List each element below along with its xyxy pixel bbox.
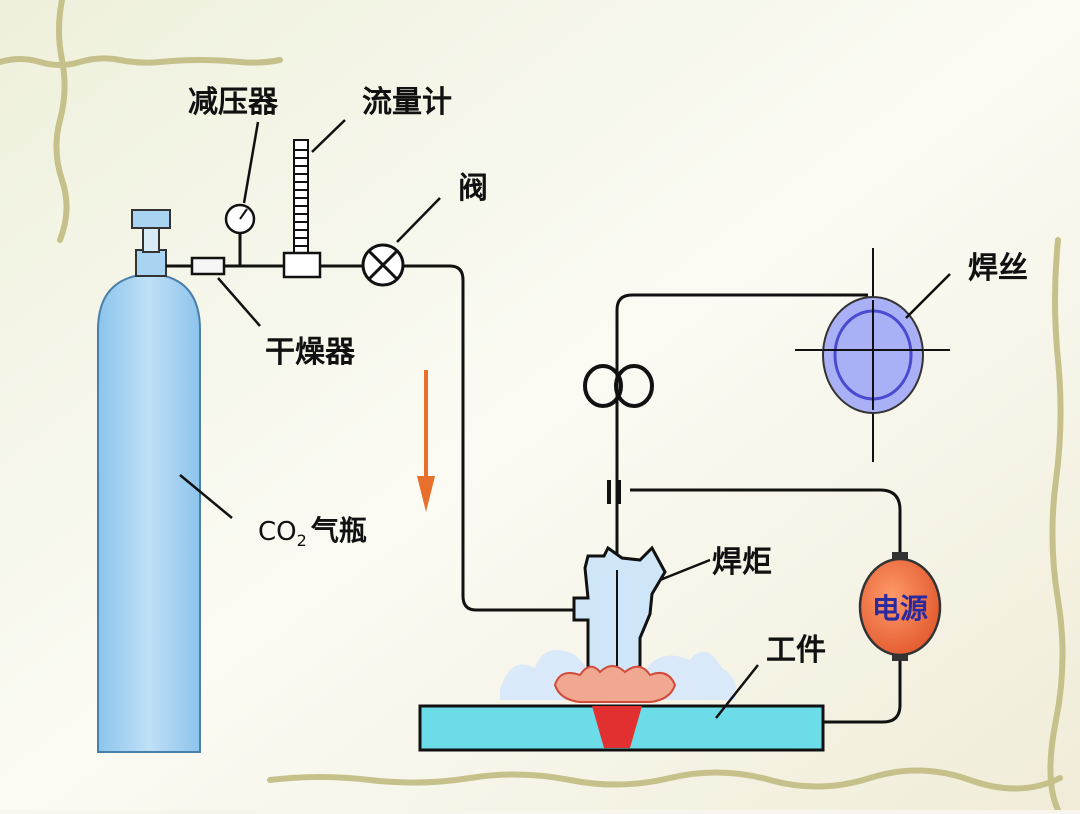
dryer bbox=[190, 256, 226, 276]
gas-pipe bbox=[166, 264, 590, 612]
co2-cylinder bbox=[97, 209, 201, 753]
workpiece-label: 工件 bbox=[766, 633, 826, 668]
cylinder-label-prefix: CO bbox=[258, 517, 297, 547]
wire-label: 焊丝 bbox=[968, 251, 1028, 286]
regulator bbox=[224, 203, 256, 266]
valve-label: 阀 bbox=[458, 171, 488, 206]
down-arrow-icon bbox=[417, 370, 435, 512]
power-label: 电源 bbox=[872, 592, 928, 625]
power-circuit bbox=[607, 480, 902, 724]
drive-rollers bbox=[583, 364, 654, 408]
valve-cross-icon bbox=[361, 243, 405, 287]
weld-pool bbox=[592, 706, 642, 748]
regulator-label: 减压器 bbox=[188, 85, 279, 120]
cylinder-label-subscript: 2 bbox=[297, 531, 307, 550]
flowmeter bbox=[282, 139, 322, 279]
wire-feed-line bbox=[615, 293, 868, 685]
leader-lines bbox=[179, 119, 951, 719]
dryer-label: 干燥器 bbox=[265, 335, 356, 370]
torch-label: 焊炬 bbox=[712, 545, 772, 580]
wire-spool bbox=[795, 248, 950, 462]
arc-flame bbox=[553, 665, 677, 703]
power-source bbox=[858, 552, 942, 661]
cylinder-label-suffix: 气瓶 bbox=[310, 514, 367, 547]
flowmeter-label: 流量计 bbox=[362, 85, 452, 120]
